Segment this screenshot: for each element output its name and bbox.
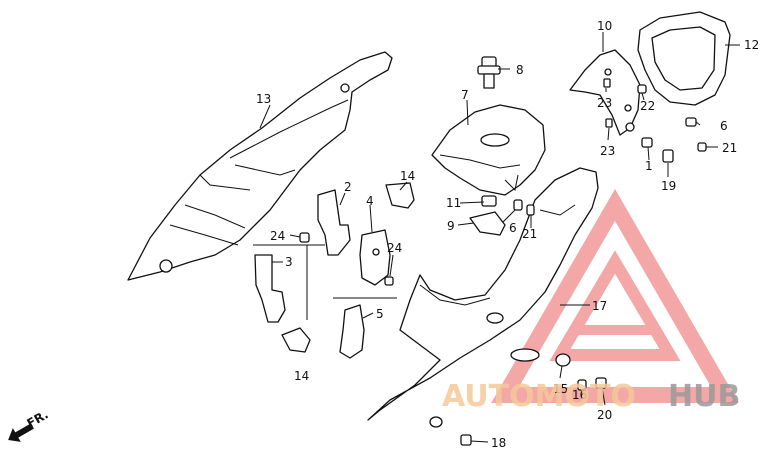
- front-direction-indicator: FR.: [8, 407, 51, 442]
- leader-lines: [253, 32, 740, 443]
- direction-label: FR.: [25, 407, 51, 430]
- callout-14a: 14: [400, 169, 415, 183]
- callout-12: 12: [744, 38, 759, 52]
- callout-7: 7: [461, 88, 469, 102]
- stay-5: [339, 304, 365, 359]
- fasteners: [299, 78, 707, 446]
- callout-20: 20: [597, 408, 612, 422]
- callout-2: 2: [344, 180, 352, 194]
- nut-11: [481, 195, 497, 207]
- callout-22: 22: [640, 99, 655, 113]
- side-cover-left: [127, 51, 393, 281]
- callout-4: 4: [366, 194, 374, 208]
- direction-arrow-icon: [8, 423, 34, 442]
- rear-center-cowl: [431, 104, 546, 196]
- callout-14b: 14: [294, 369, 309, 383]
- seat-lock: [477, 56, 501, 89]
- grab-rail: [637, 11, 731, 106]
- stay-2: [317, 189, 351, 256]
- callout-17: 17: [592, 299, 607, 313]
- bracket-9: [469, 211, 506, 236]
- callout-11: 11: [446, 196, 461, 210]
- watermark-text: AUTOMOTO HUB: [442, 379, 740, 414]
- watermark-text-part2: HUB: [668, 379, 740, 414]
- callout-18: 18: [491, 436, 506, 450]
- callout-19: 19: [661, 179, 676, 193]
- callout-10: 10: [597, 19, 612, 33]
- callout-23a: 23: [597, 96, 612, 110]
- rear-main-cowl: [367, 167, 599, 428]
- callout-24b: 24: [387, 241, 402, 255]
- watermark-text-part1: AUTOMOTO: [442, 379, 636, 414]
- callout-6a: 6: [509, 221, 517, 235]
- callout-labels: 1 2 3 4 5 6 6 7 8 9 10 11 12 13 14 14 15…: [256, 19, 759, 450]
- rear-bracket: [569, 49, 641, 136]
- callout-9: 9: [447, 219, 455, 233]
- callout-3: 3: [285, 255, 293, 269]
- callout-16: 16: [572, 388, 587, 402]
- callout-13: 13: [256, 92, 271, 106]
- stay-3: [254, 254, 286, 323]
- callout-21a: 21: [522, 227, 537, 241]
- callout-8: 8: [516, 63, 524, 77]
- callout-24a: 24: [270, 229, 285, 243]
- watermark-logo: [491, 189, 739, 403]
- callout-1: 1: [645, 159, 653, 173]
- stay-4: [359, 229, 391, 286]
- clip-14-upper: [385, 182, 415, 209]
- callout-15: 15: [553, 382, 568, 396]
- callout-5: 5: [376, 307, 384, 321]
- callout-6b: 6: [720, 119, 728, 133]
- callout-23b: 23: [600, 144, 615, 158]
- callout-21b: 21: [722, 141, 737, 155]
- clip-14-lower: [281, 327, 311, 353]
